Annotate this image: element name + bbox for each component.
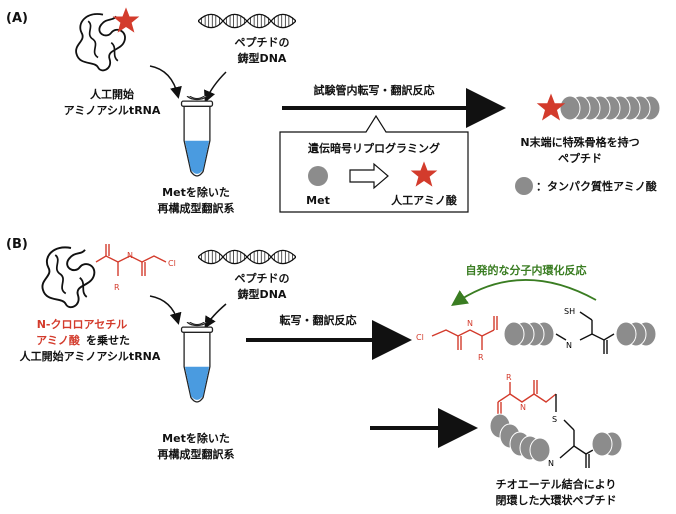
box-met-label: Met xyxy=(306,194,330,207)
linear-intermediate-chain xyxy=(503,321,657,347)
atom-n-linear: N xyxy=(467,319,473,328)
box-artificial-label: 人工アミノ酸 xyxy=(391,193,458,207)
trna-a-label-1: 人工開始 xyxy=(90,87,134,101)
test-tube-b-icon xyxy=(180,322,214,403)
cyclic-product-black xyxy=(555,394,601,468)
system-b-label-1: Metを除いた xyxy=(162,431,230,445)
system-a-label-1: Metを除いた xyxy=(162,185,230,199)
box-title: 遺伝暗号リプログラミング xyxy=(307,141,440,155)
product-b-label-2: 閉環した大環状ペプチド xyxy=(496,493,617,507)
trna-a-label-2: アミノアシルtRNA xyxy=(64,104,161,117)
hollow-arrow-icon xyxy=(349,162,389,190)
legend-label: ：タンパク質性アミノ酸 xyxy=(536,179,658,193)
met-circle-icon xyxy=(308,166,328,186)
trna-b-label-1: N-クロロアセチル xyxy=(37,318,128,331)
dna-a-label-1: ペプチドの xyxy=(235,35,290,49)
reaction-a-label: 試験管内転写・翻訳反応 xyxy=(314,83,435,97)
linear-intermediate-red xyxy=(431,316,498,350)
dna-b-icon xyxy=(198,249,296,265)
dna-a-icon xyxy=(198,13,296,29)
arrow-dna-to-tube-a xyxy=(204,71,227,103)
atom-nh-cys: N xyxy=(566,341,572,350)
dna-b-label-2: 鋳型DNA xyxy=(237,287,287,301)
arrow-trna-to-tube-b xyxy=(149,295,182,325)
product-a-label-2: ペプチド xyxy=(558,151,602,165)
atom-r-b: R xyxy=(114,283,120,292)
legend-circle-icon xyxy=(515,177,533,195)
arrow-dna-to-tube-b xyxy=(204,303,227,329)
trna-b-label-2-red: アミノ酸 xyxy=(36,333,81,347)
atom-nh-cyclic: N xyxy=(548,459,554,468)
atom-s-cyclic: S xyxy=(552,415,557,424)
atom-cl-linear: Cl xyxy=(416,333,424,342)
atom-nh-b: N xyxy=(127,251,133,260)
trna-b xyxy=(41,246,96,309)
cyclization-arrow xyxy=(451,279,597,307)
chloroacetyl-amino-acid-structure xyxy=(95,244,167,276)
atom-sh: SH xyxy=(564,307,575,316)
artificial-amino-acid-star-icon xyxy=(112,7,140,33)
dna-b-label-1: ペプチドの xyxy=(235,271,290,285)
trna-b-label-3: 人工開始アミノアシルtRNA xyxy=(20,349,161,363)
product-a-label-1: N末端に特殊骨格を持つ xyxy=(520,135,639,149)
reaction-b-label: 転写・翻訳反応 xyxy=(280,313,357,327)
system-a-label-2: 再構成型翻訳系 xyxy=(158,201,235,215)
atom-cl-b: Cl xyxy=(168,259,176,268)
trna-b-label-2-black: を乗せた xyxy=(86,333,130,347)
panel-b-label: (B) xyxy=(6,237,28,252)
atom-n-cyclic: N xyxy=(520,403,526,412)
cyclic-product-chain xyxy=(489,413,623,463)
atom-r-linear: R xyxy=(478,353,484,362)
test-tube-a-icon xyxy=(180,96,214,177)
cysteine-structure xyxy=(555,311,615,354)
peptide-chain-a xyxy=(559,95,661,121)
panel-a-label: (A) xyxy=(6,11,28,26)
system-b-label-2: 再構成型翻訳系 xyxy=(158,447,235,461)
arrow-trna-to-tube-a xyxy=(149,65,182,99)
cyclization-label: 自発的な分子内環化反応 xyxy=(466,263,587,277)
atom-r-cyclic: R xyxy=(506,373,512,382)
trna-a xyxy=(75,13,126,72)
dna-a-label-2: 鋳型DNA xyxy=(237,51,287,65)
product-b-label-1: チオエーテル結合により xyxy=(496,477,617,491)
cyclic-product-red xyxy=(497,380,557,416)
